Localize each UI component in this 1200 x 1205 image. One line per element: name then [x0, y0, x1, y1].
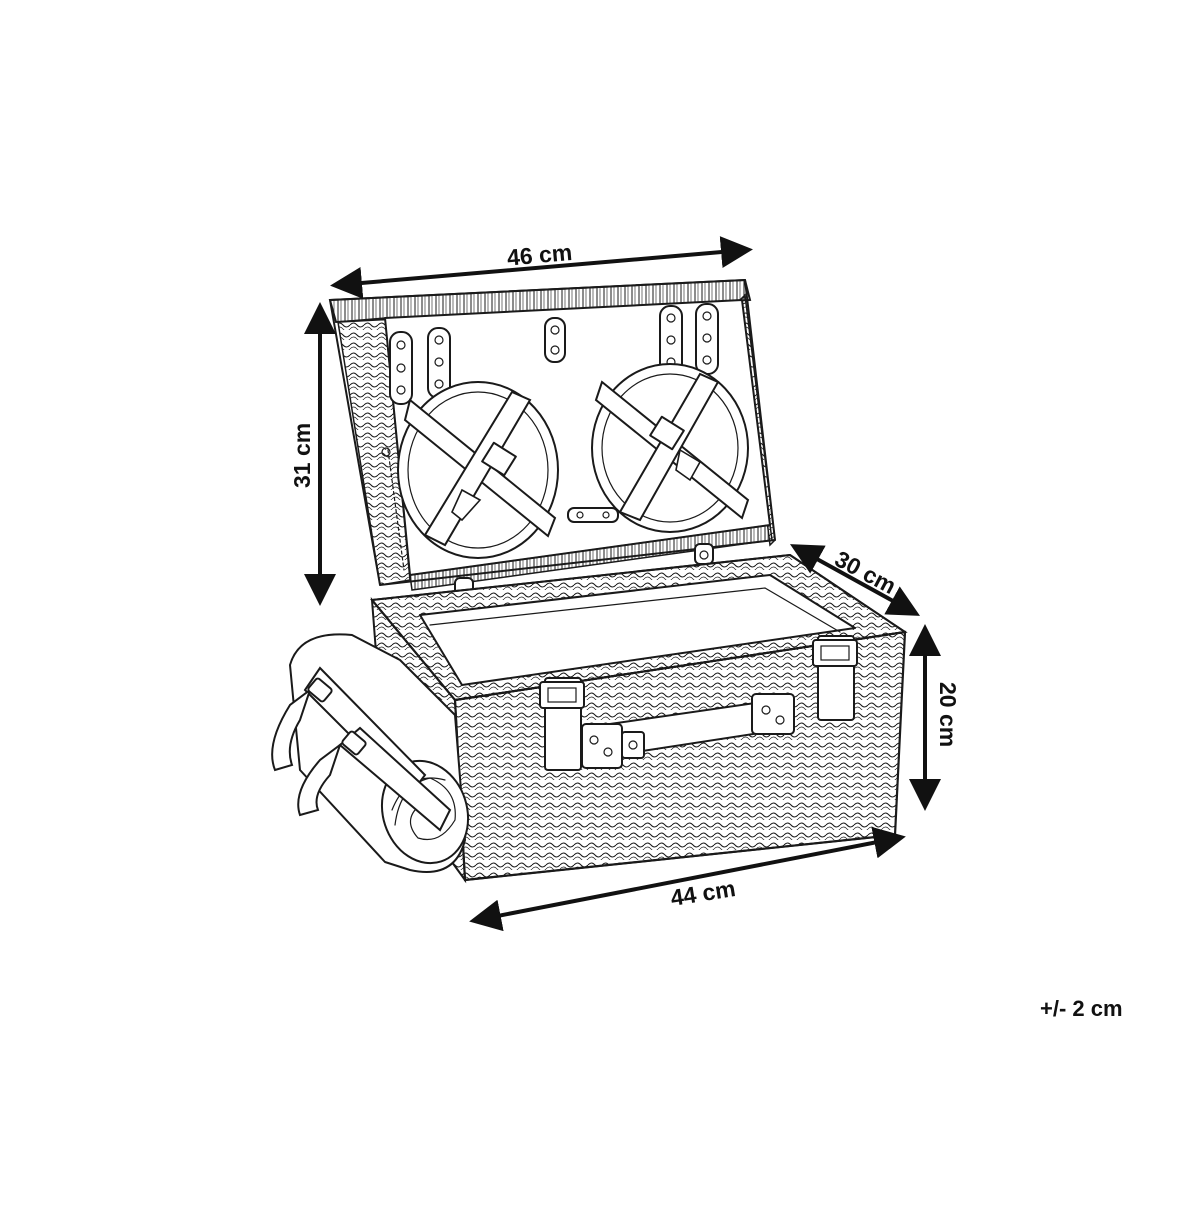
- plate-left: [397, 381, 559, 559]
- dimension-lines: [304, 236, 941, 932]
- tolerance-note: +/- 2 cm: [1040, 996, 1123, 1021]
- dim-line-lid-width: [330, 236, 753, 299]
- dim-line-depth: [789, 544, 921, 616]
- basket-handle: [581, 693, 795, 769]
- picnic-basket-illustration: [271, 278, 908, 884]
- label-height: 20 cm: [935, 682, 961, 747]
- label-lid-width: 46 cm: [506, 239, 573, 271]
- basket-lid: [328, 278, 776, 605]
- front-strap-right: [812, 635, 858, 721]
- dim-line-base-width: [469, 826, 906, 932]
- cutlery-clips: [389, 303, 719, 405]
- front-strap-left: [539, 677, 585, 771]
- label-lid-height: 31 cm: [289, 423, 315, 488]
- rolled-blanket: [271, 633, 470, 873]
- plate-right: [591, 363, 750, 533]
